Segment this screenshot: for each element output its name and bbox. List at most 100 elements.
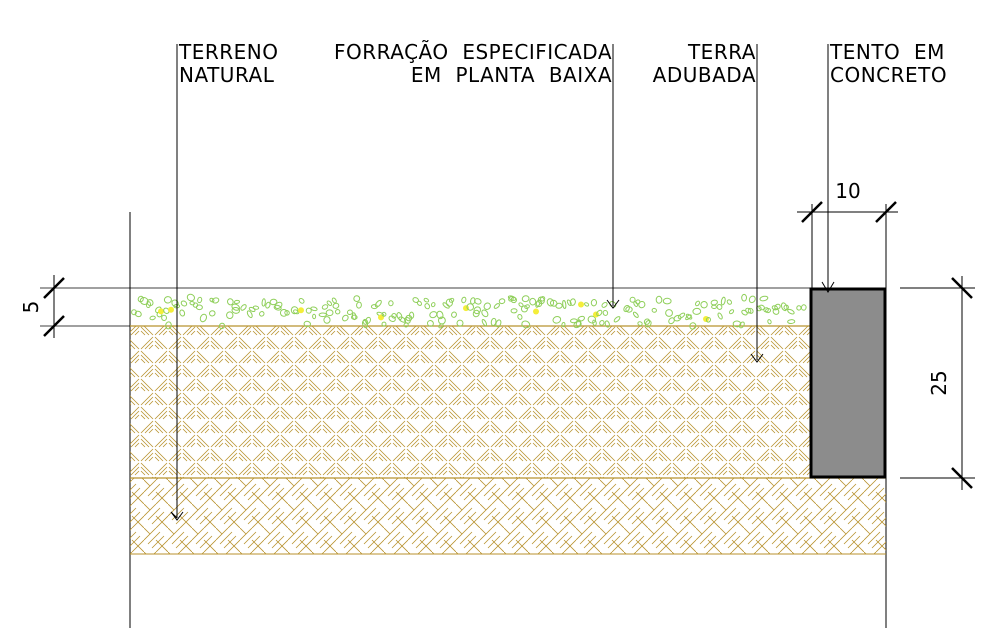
ground-cover-flower bbox=[533, 308, 539, 315]
ground-cover-leaf bbox=[520, 305, 528, 313]
ground-cover-leaf bbox=[537, 296, 545, 305]
ground-cover-leaf bbox=[362, 318, 368, 325]
dimension-cover-thickness bbox=[43, 275, 65, 338]
ground-cover-leaf bbox=[711, 304, 717, 310]
fertilized-soil-layer bbox=[130, 326, 810, 478]
label-terra-adubada-line2: ADUBADA bbox=[653, 63, 756, 87]
ground-cover-leaf bbox=[448, 297, 455, 303]
ground-cover-layer bbox=[131, 293, 807, 330]
ground-cover-leaf bbox=[438, 323, 444, 329]
label-terra-adubada-line1: TERRA bbox=[687, 40, 756, 64]
ground-cover-leaf bbox=[424, 303, 431, 310]
arrow-terreno-natural bbox=[170, 511, 184, 521]
dimension-curb-height-label: 25 bbox=[927, 370, 951, 395]
ground-cover-leaf bbox=[575, 319, 582, 328]
ground-cover-leaf bbox=[521, 295, 530, 303]
ground-cover-leaf bbox=[629, 296, 636, 303]
ground-cover-leaf bbox=[517, 313, 523, 320]
ground-cover-leaf bbox=[592, 319, 597, 326]
ground-cover-flower bbox=[378, 314, 384, 321]
dimension-curb-height bbox=[900, 276, 975, 490]
ground-cover-leaf bbox=[351, 314, 358, 320]
ground-cover-leaf bbox=[318, 312, 327, 318]
ground-cover-leaf bbox=[474, 298, 482, 305]
ground-cover-leaf bbox=[197, 296, 203, 304]
ground-cover-leaf bbox=[192, 302, 199, 308]
ground-cover-leaf bbox=[738, 321, 745, 329]
ground-cover-leaf bbox=[745, 307, 752, 314]
ground-cover-leaf bbox=[473, 306, 481, 315]
ground-cover-leaf bbox=[269, 298, 278, 306]
arrow-forracao bbox=[606, 299, 620, 309]
ground-cover-leaf bbox=[566, 299, 572, 306]
ground-cover-leaf bbox=[705, 317, 711, 323]
ground-cover-leaf bbox=[483, 302, 491, 310]
ground-cover-leaf bbox=[252, 305, 260, 310]
label-tento-line1: TENTO EM bbox=[829, 40, 945, 64]
ground-cover-leaf bbox=[741, 293, 747, 302]
ground-cover-leaf bbox=[436, 310, 444, 320]
ground-cover-leaf bbox=[710, 299, 718, 306]
ground-cover-leaf bbox=[521, 320, 531, 329]
ground-cover-leaf bbox=[381, 321, 387, 327]
ground-cover-leaf bbox=[226, 311, 234, 320]
ground-cover-leaf bbox=[173, 303, 181, 309]
label-tento-line2: CONCRETO bbox=[830, 63, 947, 87]
ground-cover-leaf bbox=[662, 297, 672, 305]
ground-cover-leaf bbox=[199, 313, 208, 323]
ground-cover-leaf bbox=[353, 295, 361, 303]
ground-cover-leaf bbox=[325, 309, 334, 317]
ground-cover-leaf bbox=[689, 322, 697, 330]
ground-cover-leaf bbox=[451, 311, 457, 318]
arrow-tento bbox=[821, 281, 835, 293]
ground-cover-leaf bbox=[692, 307, 702, 315]
ground-cover-leaf bbox=[623, 304, 630, 313]
ground-cover-leaf bbox=[787, 319, 796, 325]
ground-cover-leaf bbox=[231, 306, 241, 314]
ground-cover-leaf bbox=[408, 311, 415, 319]
ground-cover-leaf bbox=[685, 313, 693, 320]
ground-cover-leaf bbox=[767, 319, 772, 325]
ground-cover-leaf bbox=[765, 308, 772, 314]
dimension-curb-width bbox=[797, 201, 898, 288]
ground-cover-leaf bbox=[673, 314, 682, 322]
ground-cover-leaf bbox=[625, 306, 633, 313]
ground-cover-leaf bbox=[637, 321, 643, 326]
natural-ground-layer bbox=[130, 478, 886, 554]
ground-cover-leaf bbox=[677, 312, 686, 319]
ground-cover-leaf bbox=[334, 309, 341, 315]
ground-cover-leaf bbox=[655, 295, 663, 304]
ground-cover-leaf bbox=[332, 302, 340, 309]
ground-cover-leaf bbox=[180, 300, 188, 307]
ground-cover-leaf bbox=[388, 315, 396, 323]
ground-cover-leaf bbox=[396, 312, 403, 320]
ground-cover-leaf bbox=[555, 302, 563, 309]
ground-cover-leaf bbox=[274, 301, 283, 310]
ground-cover-leaf bbox=[303, 320, 311, 328]
ground-cover-leaf bbox=[284, 310, 290, 316]
ground-cover-leaf bbox=[412, 297, 420, 303]
ground-cover-leaf bbox=[161, 314, 167, 321]
label-forracao-line2: EM PLANTA BAIXA bbox=[411, 63, 612, 87]
ground-cover-leaf bbox=[149, 315, 156, 321]
ground-cover-leaf bbox=[323, 316, 331, 324]
ground-cover-leaf bbox=[602, 309, 609, 316]
ground-cover-leaf bbox=[374, 299, 382, 308]
ground-cover-leaf bbox=[732, 320, 742, 328]
ground-cover-leaf bbox=[590, 299, 598, 307]
ground-cover-leaf bbox=[717, 312, 723, 320]
ground-cover-leaf bbox=[195, 304, 203, 311]
ground-cover-leaf bbox=[259, 311, 265, 317]
ground-cover-leaf bbox=[342, 314, 349, 322]
ground-cover-leaf bbox=[356, 301, 362, 309]
ground-cover-leaf bbox=[186, 293, 195, 302]
ground-cover-leaf bbox=[211, 297, 220, 304]
ground-cover-leaf bbox=[599, 320, 605, 326]
ground-cover-leaf bbox=[796, 305, 802, 311]
ground-cover-leaf bbox=[535, 299, 541, 308]
ground-cover-flower bbox=[703, 316, 709, 322]
ground-cover-leaf bbox=[171, 299, 179, 307]
ground-cover-leaf bbox=[665, 309, 673, 317]
ground-cover-leaf bbox=[774, 303, 781, 310]
ground-cover-leaf bbox=[145, 301, 151, 309]
